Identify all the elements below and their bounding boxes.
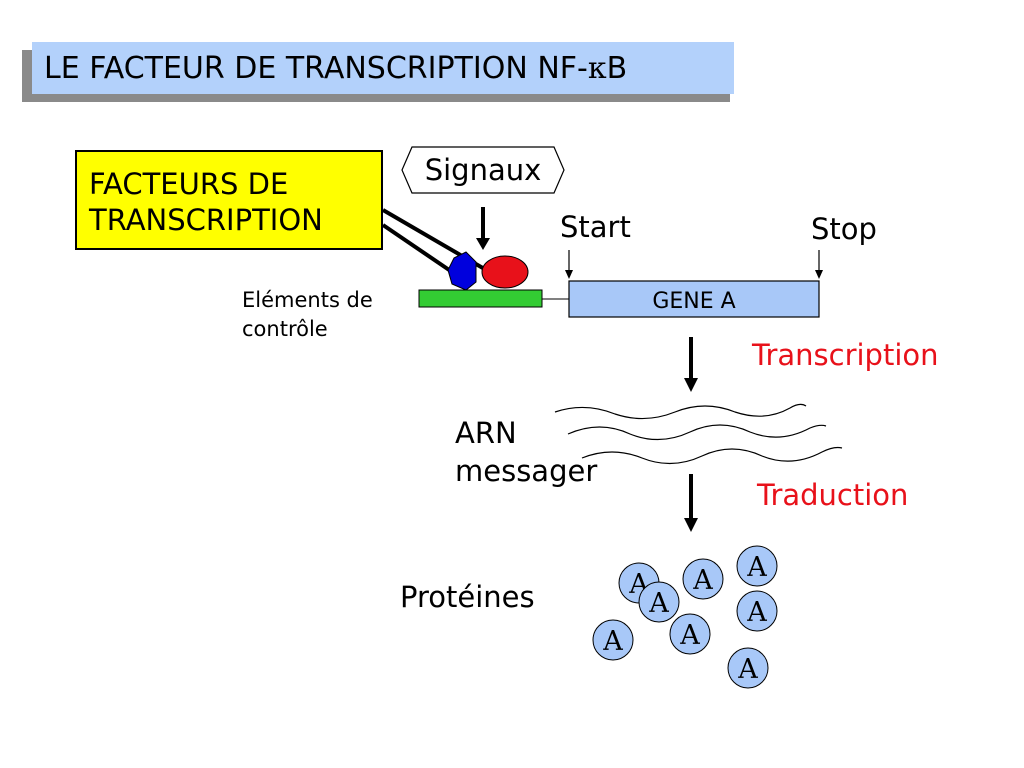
proteins-label: Protéines — [400, 580, 535, 614]
tf-arrow-red — [381, 208, 502, 280]
gene-a-box — [568, 280, 820, 318]
protein-a: A — [736, 545, 778, 587]
mrna-strand-2 — [567, 424, 827, 441]
svg-text:A: A — [746, 597, 767, 628]
mrna-line2: messager — [455, 454, 598, 488]
signals-hexagon — [401, 146, 565, 194]
proteins-cluster: A A A A A A A — [592, 545, 778, 689]
translation-arrow-head — [684, 518, 698, 532]
title-prefix: LE FACTEUR DE TRANSCRIPTION NF- — [44, 50, 588, 86]
svg-text:A: A — [648, 588, 669, 619]
start-label: Start — [560, 210, 631, 244]
tf-arrow-blue — [381, 223, 460, 278]
svg-text:A: A — [602, 626, 623, 657]
transcription-factors-line1: FACTEURS DE — [89, 167, 289, 201]
protein-a: A — [727, 647, 769, 689]
start-marker-head — [565, 270, 573, 279]
title-suffix: B — [606, 50, 628, 86]
control-elements-line1: Eléments de — [242, 288, 373, 312]
control-elements-bar — [418, 289, 543, 308]
transcription-arrow-head — [684, 378, 698, 392]
gene-a-label: GENE A — [652, 289, 735, 314]
translation-label: Traduction — [757, 478, 909, 512]
svg-text:A: A — [737, 654, 758, 685]
transcription-factors-line2: TRANSCRIPTION — [89, 203, 323, 237]
protein-a: A — [682, 558, 724, 600]
protein-a: A — [638, 581, 680, 623]
svg-text:A: A — [679, 620, 700, 651]
stop-label: Stop — [811, 212, 877, 246]
protein-a: A — [736, 590, 778, 632]
protein-a: A — [592, 619, 634, 661]
blue-transcription-factor — [447, 251, 477, 291]
mrna-line1: ARN — [455, 416, 517, 450]
transcription-label: Transcription — [752, 338, 939, 372]
signal-arrow-head — [476, 238, 490, 250]
mrna-strand-3 — [581, 446, 843, 465]
title-kappa: κ — [587, 50, 607, 86]
signals-label: Signaux — [425, 153, 542, 187]
mrna-strand-1 — [554, 403, 807, 420]
mrna-label: ARN messager — [455, 414, 597, 490]
stop-marker-head — [815, 270, 823, 279]
svg-text:A: A — [692, 565, 713, 596]
protein-a: A — [669, 613, 711, 655]
svg-text:A: A — [746, 552, 767, 583]
control-elements-label: Eléments de contrôle — [242, 286, 373, 344]
red-transcription-factor — [481, 255, 529, 289]
transcription-factors-box: FACTEURS DE TRANSCRIPTION — [75, 150, 383, 250]
control-elements-line2: contrôle — [242, 317, 328, 341]
